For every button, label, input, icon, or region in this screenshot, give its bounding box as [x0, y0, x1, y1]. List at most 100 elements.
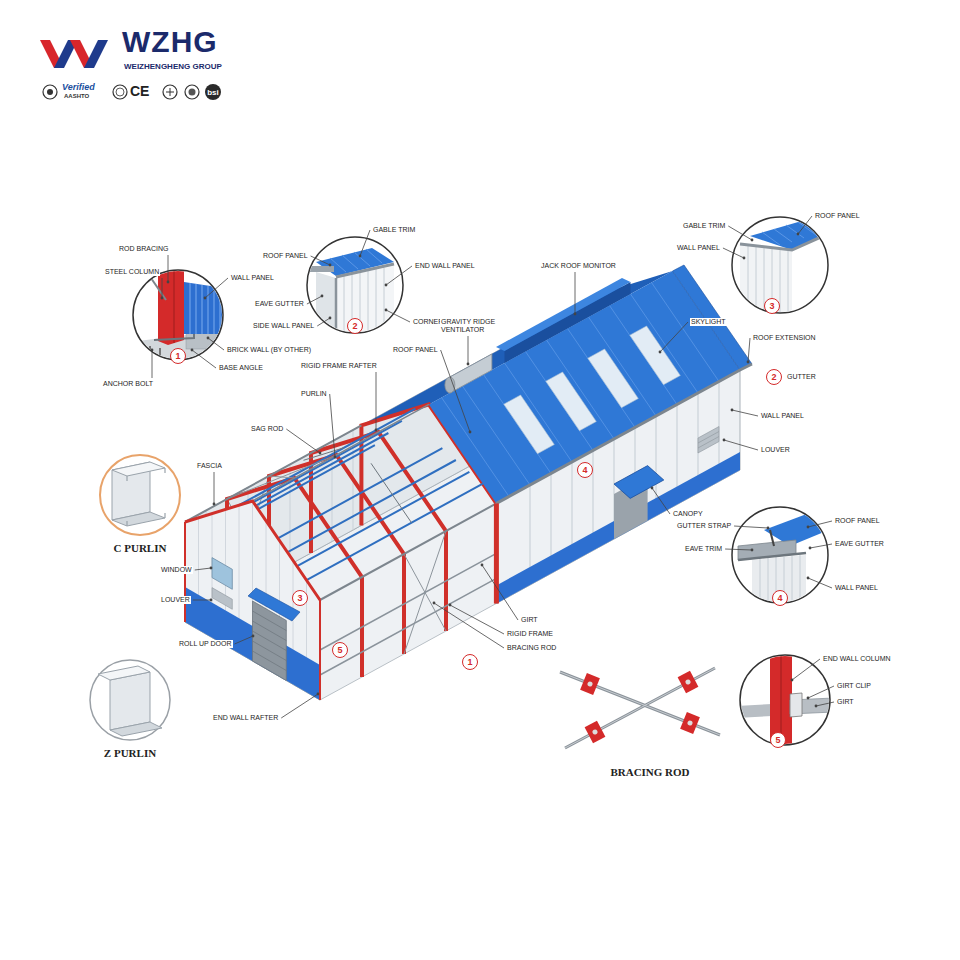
part-label: ROOF PANEL: [834, 517, 881, 525]
callout-number: 3: [764, 298, 780, 314]
c-purlin-figure: [112, 462, 165, 476]
certification-badge: Verified: [62, 82, 95, 92]
leader-line: [307, 296, 322, 304]
callout-number: 4: [577, 462, 593, 478]
leader-dot: [375, 429, 378, 432]
leader-line: [376, 372, 377, 430]
building-frame: [614, 466, 664, 499]
z-purlin-figure: [98, 666, 150, 680]
part-label: FASCIA: [196, 462, 223, 470]
part-label: ROD BRACING: [118, 245, 169, 253]
bracing-rod-figure: [580, 673, 600, 695]
leader-dot: [574, 313, 577, 316]
callout-number: 2: [347, 318, 363, 334]
leader-line: [162, 278, 163, 298]
leader-line: [808, 521, 832, 527]
bracing-rod-figure: [685, 679, 692, 686]
leader-line: [748, 338, 750, 362]
certification-badge: bsi: [207, 88, 219, 97]
part-label: EAVE GUTTER: [254, 300, 305, 308]
bracing-rod-figure: [680, 712, 700, 734]
company-logo: [116, 88, 124, 96]
leader-line: [723, 248, 744, 258]
detail-anchor: [174, 267, 175, 343]
detail-eave-corner: [306, 248, 394, 340]
c-purlin-figure: [112, 512, 165, 526]
leader-line: [195, 568, 211, 570]
part-label: SAG ROD: [250, 425, 284, 433]
leader-dot: [385, 309, 388, 312]
building-frame: [266, 448, 483, 580]
building-frame: [212, 588, 232, 610]
leader-line: [330, 394, 335, 457]
leader-line: [734, 526, 768, 528]
leader-dot: [161, 297, 164, 300]
part-label: WALL PANEL: [230, 274, 275, 282]
detail-gable: [748, 245, 788, 320]
part-label: GABLE TRIM: [372, 226, 416, 234]
detail-eave-corner: [335, 278, 338, 340]
leader-line: [208, 338, 224, 350]
leader-line: [732, 410, 758, 416]
detail-eave-corner: [336, 264, 394, 277]
part-label: STEEL COLUMN: [104, 268, 160, 276]
leader-line: [434, 603, 504, 648]
building-frame: [698, 432, 719, 449]
part-label: END WALL COLUMN: [822, 655, 892, 663]
bracing-rod-figure: [560, 668, 720, 748]
leader-line: [168, 255, 169, 282]
leader-dot: [751, 239, 754, 242]
company-logo: [185, 85, 199, 99]
part-label: GIRT: [836, 698, 855, 706]
leader-dot: [334, 456, 337, 459]
callout-text: 3: [769, 302, 774, 311]
leader-line: [725, 549, 752, 550]
brand-text: WZHG: [122, 26, 218, 58]
callout-number: 1: [170, 348, 186, 364]
part-title: Z PURLIN: [103, 747, 157, 759]
leader-dot: [815, 705, 818, 708]
callout-text: 1: [175, 352, 180, 361]
part-label: LOUVER: [760, 446, 791, 454]
leader-line: [798, 216, 812, 234]
callout-text: 5: [775, 736, 780, 745]
leader-line: [450, 605, 504, 634]
bracing-rod-figure: [678, 671, 699, 693]
detail-girt: [736, 704, 772, 718]
detail-anchor: [130, 262, 226, 362]
leader-line: [816, 702, 834, 706]
part-label: GIRT: [520, 616, 539, 624]
part-label: END WALL RAFTER: [212, 714, 279, 722]
leader-line: [468, 336, 469, 364]
detail-anchor: [154, 334, 194, 340]
leader-dot: [329, 317, 332, 320]
leader-line: [281, 694, 318, 718]
leader-dot: [321, 295, 324, 298]
part-label: ROOF PANEL: [814, 212, 861, 220]
leader-dot: [797, 233, 800, 236]
part-label: GIRT CLIP: [836, 682, 872, 690]
building-frame: [442, 283, 720, 497]
detail-gable: [732, 217, 832, 320]
building-frame: [496, 278, 631, 351]
leader-line: [724, 440, 758, 450]
leader-dot: [151, 349, 154, 352]
leader-dot: [469, 431, 472, 434]
part-label: WALL PANEL: [676, 244, 721, 252]
detail-eave-corner: [344, 268, 384, 340]
c-purlin-figure: [127, 468, 165, 526]
callout-number: 5: [332, 642, 348, 658]
leader-line: [792, 659, 820, 680]
bracing-rod-figure: [585, 721, 606, 743]
bracing-rod-figure: [560, 668, 720, 748]
detail-anchor: [190, 283, 220, 334]
leader-line: [386, 310, 410, 322]
leader-dot: [210, 567, 213, 570]
detail-girt: [736, 652, 834, 750]
part-title: BRACING ROD: [609, 766, 690, 778]
detail-eave: [752, 555, 806, 610]
callout-text: 4: [777, 594, 782, 603]
part-label: EAVE TRIM: [684, 545, 723, 553]
